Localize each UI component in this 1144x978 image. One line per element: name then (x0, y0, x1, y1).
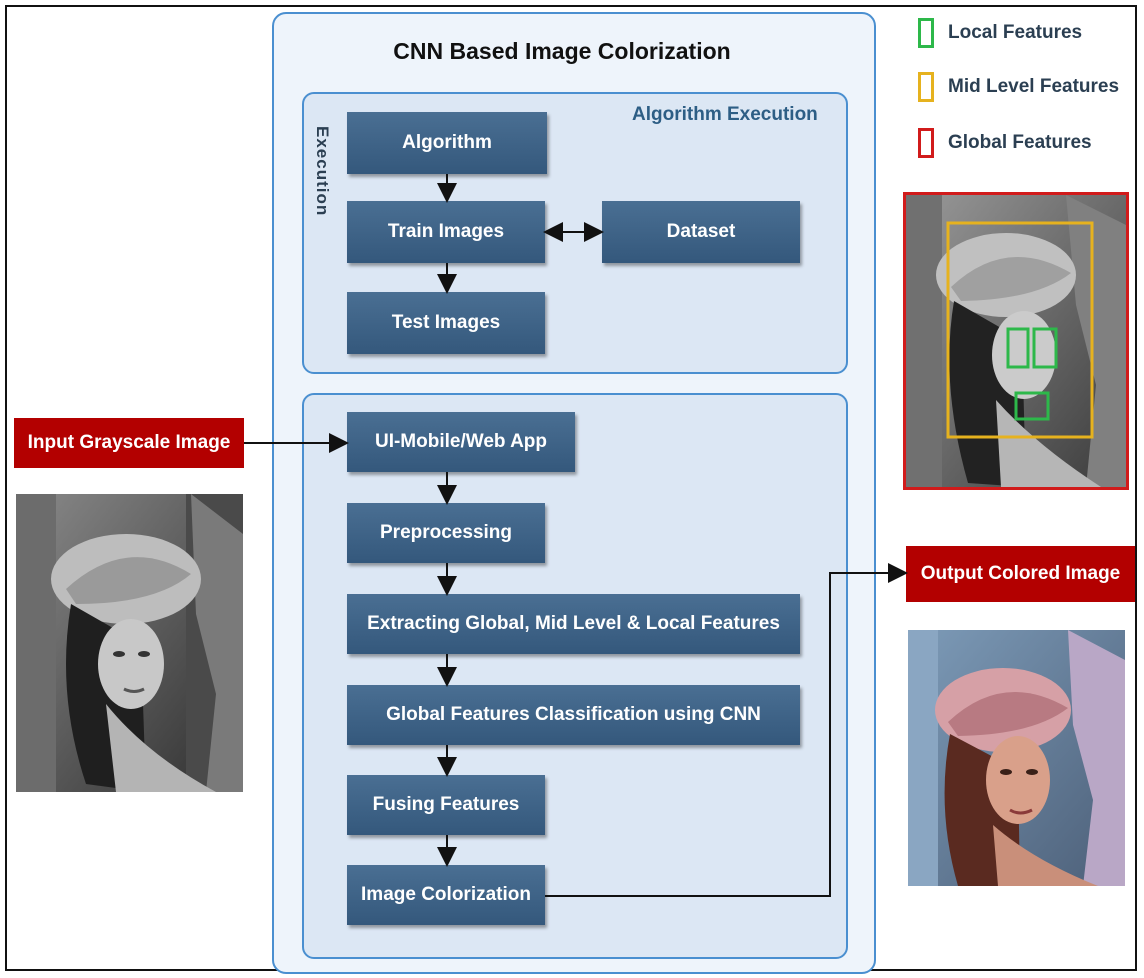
execution-side-label: Execution (313, 126, 332, 217)
extracting-features-box: Extracting Global, Mid Level & Local Fea… (347, 594, 800, 654)
local-swatch-icon (918, 18, 934, 48)
classification-box: Global Features Classification using CNN (347, 685, 800, 745)
features-sample-photo (903, 192, 1129, 490)
legend-mid: Mid Level Features (918, 72, 1119, 102)
output-colored-photo (908, 630, 1125, 886)
diagram-title: CNN Based Image Colorization (393, 38, 731, 64)
ui-app-box: UI-Mobile/Web App (347, 412, 575, 472)
execution-panel-label: Algorithm Execution (632, 104, 818, 125)
legend-global: Global Features (918, 128, 1092, 158)
arrow-colorization-output (545, 563, 908, 897)
legend-global-label: Global Features (948, 132, 1092, 153)
mid-swatch-icon (918, 72, 934, 102)
image-colorization-box: Image Colorization (347, 865, 545, 925)
dataset-box: Dataset (602, 201, 800, 263)
fusing-features-box: Fusing Features (347, 775, 545, 835)
global-swatch-icon (918, 128, 934, 158)
algorithm-box: Algorithm (347, 112, 547, 174)
input-grayscale-label: Input Grayscale Image (14, 418, 244, 468)
pipeline-panel (302, 393, 848, 959)
input-grayscale-photo (16, 494, 243, 792)
legend-local-label: Local Features (948, 22, 1083, 43)
preprocessing-box: Preprocessing (347, 503, 545, 563)
test-images-box: Test Images (347, 292, 545, 354)
legend-mid-label: Mid Level Features (948, 76, 1120, 97)
output-colored-label: Output Colored Image (906, 546, 1135, 602)
train-images-box: Train Images (347, 201, 545, 263)
legend-local: Local Features (918, 18, 1082, 48)
